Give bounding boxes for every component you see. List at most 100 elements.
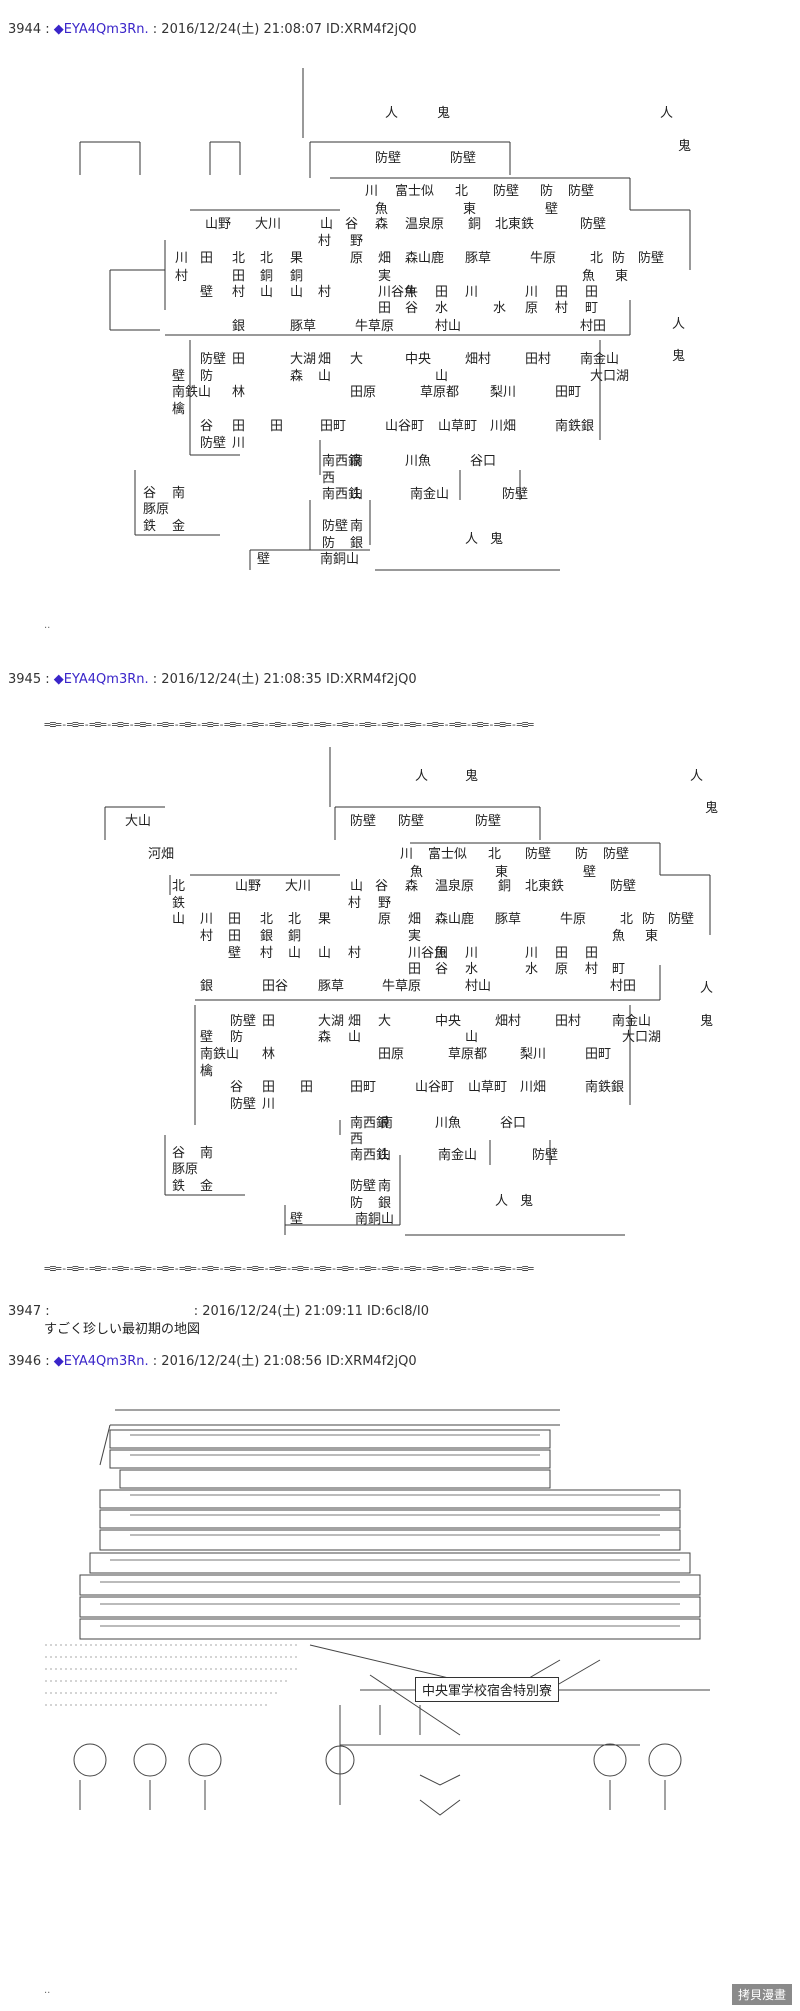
map-cell: 魚 (410, 865, 424, 880)
map-cell: 東 (463, 202, 477, 217)
map-cell: 林 (262, 1047, 276, 1062)
map-cell: 山 (435, 369, 449, 384)
map-cell: 西 (322, 471, 336, 486)
map-cell: 川 (365, 184, 379, 199)
map-cell: 野 (378, 896, 392, 911)
poster-name[interactable]: EYA4Qm3Rn. (63, 1354, 149, 1369)
map-cell: 田 (200, 251, 214, 266)
map-cell: 川 (525, 946, 539, 961)
map-cell: 南 (350, 454, 364, 469)
map-cell: 川魚 (405, 454, 432, 469)
map-cell: 草原都 (448, 1047, 488, 1062)
map-cell: 防 (540, 184, 554, 199)
map-cell: 豚草 (290, 319, 317, 334)
map-cell: 北東鉄 (495, 217, 535, 232)
map-cell: 村 (555, 301, 569, 316)
map-cell: 果 (290, 251, 304, 266)
map-cell: 森 (405, 879, 419, 894)
map-cell: 温泉原 (405, 217, 445, 232)
map-cell: 牛原 (560, 912, 587, 927)
map-cell: 山 (290, 285, 304, 300)
map-cell: 山 (318, 946, 332, 961)
map-cell: 防壁 (610, 879, 637, 894)
map-cell: 大湖 (318, 1014, 345, 1029)
map-cell: 村 (260, 946, 274, 961)
map-cell: 田村 (555, 1014, 582, 1029)
map-label-human: 人 (415, 769, 429, 784)
map-cell: 中央 (435, 1014, 462, 1029)
map-cell: 林 (232, 385, 246, 400)
map-cell: 魚 (582, 269, 596, 284)
map-cell: 田 (232, 352, 246, 367)
map-label-human: 人 (465, 532, 479, 547)
post-id: ID:XRM4f2jQ0 (326, 672, 417, 687)
map-cell: 防壁 (398, 814, 425, 829)
map-cell: 南西鉄 (322, 487, 362, 502)
map-cell: 防壁 (525, 847, 552, 862)
map-cell: 壁 (545, 202, 559, 217)
ascii-map-2 (104, 747, 711, 1236)
map-cell: 田 (555, 285, 569, 300)
map-cell: 畑 (378, 251, 392, 266)
map-cell: 北 (232, 251, 246, 266)
map-cell: 谷口 (500, 1116, 527, 1131)
map-cell: 南銅山 (320, 552, 360, 567)
trip-diamond-icon: ◆ (53, 672, 64, 687)
map-cell: 田 (585, 285, 599, 300)
map-cell: 川魚 (435, 1116, 462, 1131)
post-number: 3947 (8, 1304, 42, 1319)
map-cell: 梨川 (520, 1047, 547, 1062)
map-cell: 南金山 (438, 1148, 478, 1163)
map-cell: 中央 (405, 352, 432, 367)
map-cell: 町 (612, 962, 626, 977)
map-cell: 川 (525, 285, 539, 300)
map-cell: 村 (585, 962, 599, 977)
poster-name[interactable]: EYA4Qm3Rn. (63, 672, 149, 687)
poster-name[interactable]: EYA4Qm3Rn. (63, 22, 149, 37)
map-cell: 北 (288, 912, 302, 927)
map-cell: 村 (318, 234, 332, 249)
map-cell: 防壁 (230, 1097, 257, 1112)
map-cell: 村 (175, 269, 189, 284)
map-cell: 田 (555, 946, 569, 961)
map-cell: 東 (615, 269, 629, 284)
map-cell: 田 (435, 285, 449, 300)
map-cell: 銅 (288, 929, 302, 944)
map-cell: 田 (228, 929, 242, 944)
map-cell: 谷 (200, 419, 214, 434)
post-body-3947: すごく珍しい最初期の地図 (44, 1322, 201, 1337)
map-cell: 水 (525, 962, 539, 977)
map-cell: 富士似 (428, 847, 468, 862)
map-cell: 大川 (285, 879, 312, 894)
separator-top: =≡=-=≡=-=≡=-=≡=-=≡=-=≡=-=≡=-=≡=-=≡=-=≡=-… (44, 718, 534, 731)
map-cell: 壁 (257, 552, 271, 567)
map-2-text: 人 鬼 人 鬼 人 鬼 人 鬼 大山 防壁 防壁 防壁 河畑 川 富士似 北 防… (0, 735, 800, 1275)
map-label-demon: 鬼 (700, 1014, 714, 1029)
map-cell: 谷 (375, 879, 389, 894)
map-cell: 谷 (172, 1146, 186, 1161)
map-cell: 田 (228, 912, 242, 927)
post-header-3947: 3947 : : 2016/12/24(土) 21:09:11 ID:6cl8/… (8, 1304, 430, 1319)
map-cell: 壁 (583, 865, 597, 880)
map-cell: 南銅山 (355, 1212, 395, 1227)
map-cell: 大山 (125, 814, 152, 829)
map-cell: 村 (348, 946, 362, 961)
map-cell: 川谷魚 (408, 946, 448, 961)
map-cell: 鉄 (143, 519, 157, 534)
map-cell: 防壁 (603, 847, 630, 862)
map-cell: 山 (260, 285, 274, 300)
map-cell: 北 (172, 879, 186, 894)
map-cell: 山草町 (468, 1080, 508, 1095)
map-cell: 北 (488, 847, 502, 862)
map-cell: 川畑 (520, 1080, 547, 1095)
map-cell: 大湖 (290, 352, 317, 367)
map-cell: 田原 (378, 1047, 405, 1062)
trip-diamond-icon: ◆ (53, 1354, 64, 1369)
map-cell: 村山 (435, 319, 462, 334)
map-cell: 谷 (345, 217, 359, 232)
map-label-demon: 鬼 (465, 769, 479, 784)
map-cell: 原 (350, 251, 364, 266)
map-cell: 田町 (350, 1080, 377, 1095)
map-cell: 防 (350, 1196, 364, 1211)
post-id: ID:6cl8/I0 (367, 1304, 430, 1319)
